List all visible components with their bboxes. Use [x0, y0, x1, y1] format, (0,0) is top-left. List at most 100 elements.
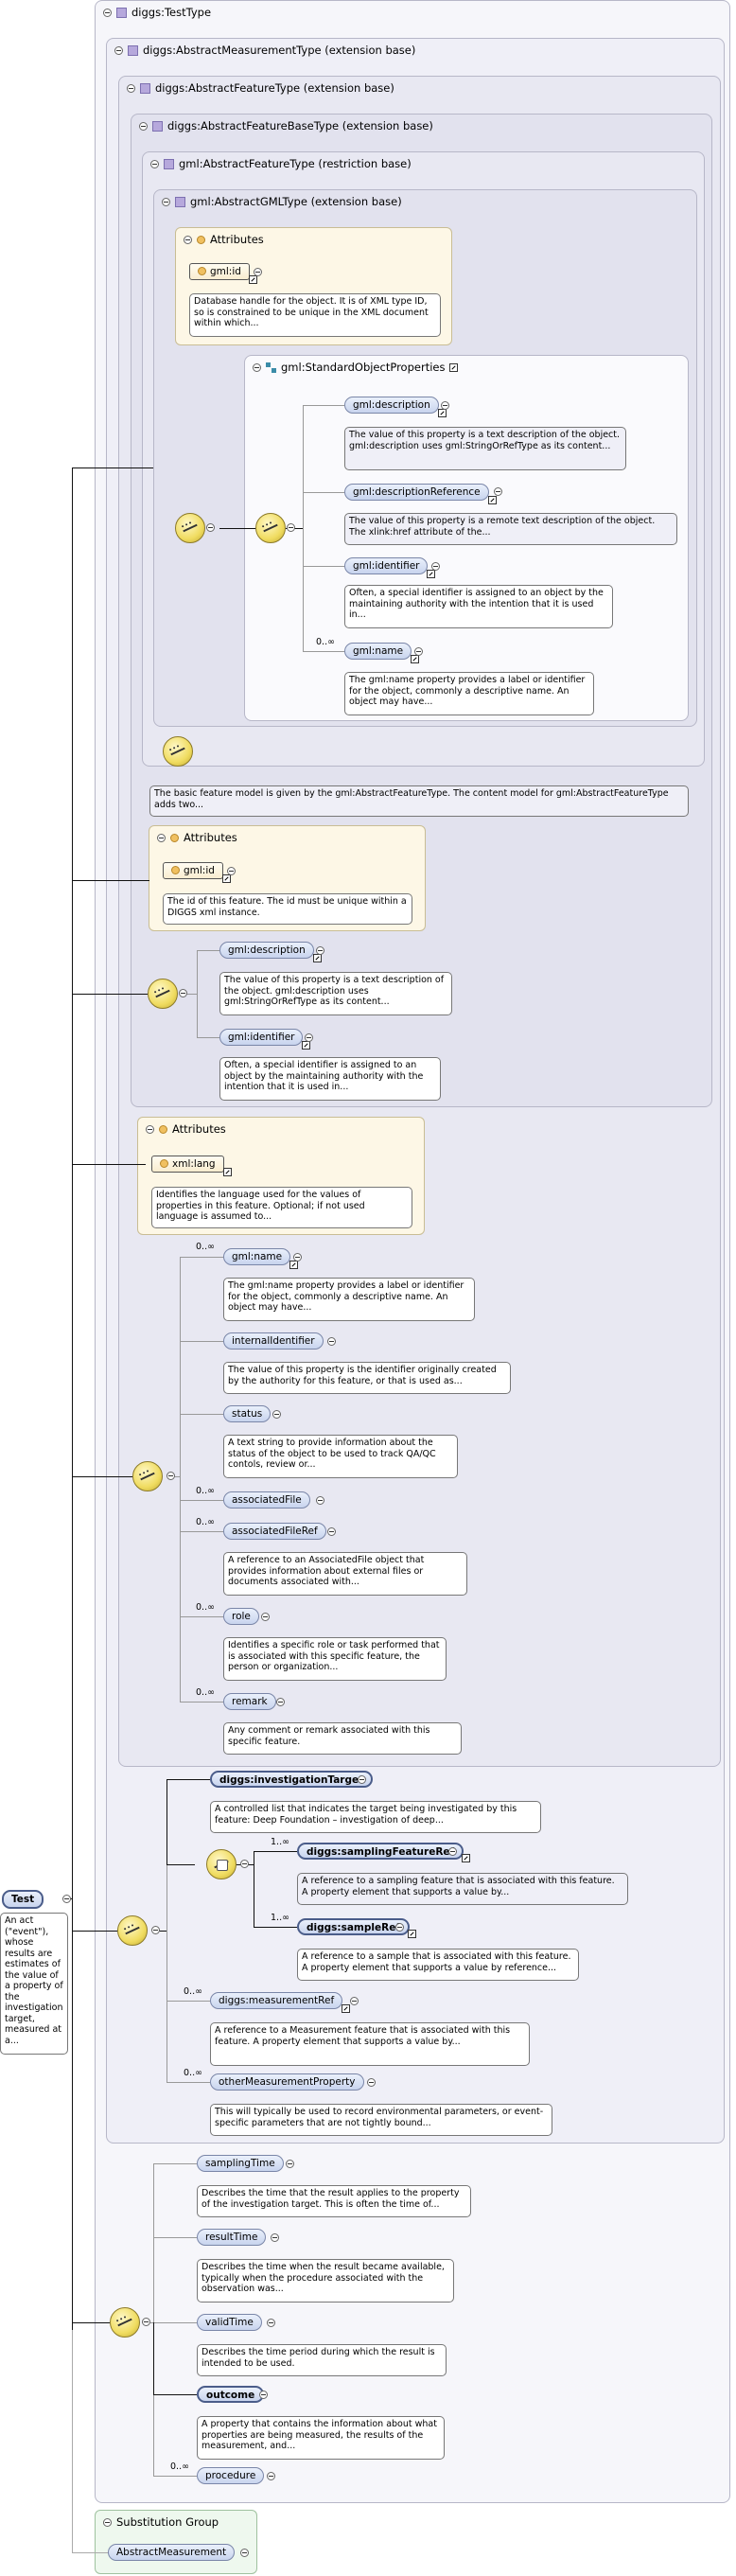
link-icon[interactable]	[302, 1041, 311, 1050]
expand-toggle[interactable]	[166, 1472, 175, 1480]
expand-toggle[interactable]	[305, 1033, 313, 1042]
link-icon[interactable]	[342, 2004, 351, 2013]
element-gml-description-reference[interactable]: gml:descriptionReference	[344, 484, 497, 504]
sequence-compositor[interactable]	[148, 979, 178, 1009]
element-gml-identifier[interactable]: gml:identifier	[219, 1029, 311, 1050]
element-gml-description[interactable]: gml:description	[219, 942, 322, 962]
expand-toggle[interactable]	[431, 562, 440, 571]
expand-toggle[interactable]	[494, 487, 502, 496]
sequence-compositor[interactable]	[175, 513, 205, 543]
collapse-toggle[interactable]	[184, 235, 192, 244]
expand-toggle[interactable]	[62, 1895, 71, 1903]
expand-toggle[interactable]	[142, 2318, 150, 2326]
attribute-gml-id-base[interactable]: gml:id	[163, 862, 231, 883]
element-sampling-time[interactable]: samplingTime	[197, 2155, 284, 2172]
element-gml-description[interactable]: gml:description	[344, 397, 447, 417]
element-procedure[interactable]: procedure	[197, 2467, 265, 2484]
collapse-toggle[interactable]	[103, 2517, 112, 2527]
sequence-compositor[interactable]	[110, 2307, 140, 2338]
element-gml-name[interactable]: gml:name	[344, 643, 420, 663]
expand-toggle[interactable]	[261, 1613, 270, 1621]
element-other-measurement-property[interactable]: otherMeasurementProperty	[210, 2073, 364, 2091]
expand-toggle[interactable]	[367, 2078, 376, 2087]
expand-toggle[interactable]	[350, 1997, 359, 2005]
expand-toggle[interactable]	[414, 647, 423, 656]
element-valid-time[interactable]: validTime	[197, 2314, 262, 2331]
link-icon[interactable]	[462, 1854, 471, 1862]
link-icon[interactable]	[222, 1168, 232, 1176]
element-gml-name[interactable]: gml:name	[223, 1248, 299, 1269]
element-measurement-ref[interactable]: diggs:measurementRef	[210, 1992, 351, 2013]
link-icon[interactable]	[289, 1261, 299, 1269]
expand-toggle[interactable]	[316, 946, 324, 955]
sequence-compositor[interactable]	[255, 513, 286, 543]
element-description: The value of this property is a remote t…	[344, 513, 677, 545]
expand-toggle[interactable]	[267, 2472, 275, 2480]
expand-toggle[interactable]	[441, 401, 449, 410]
element-role[interactable]: role	[223, 1608, 259, 1625]
expand-toggle[interactable]	[327, 1337, 336, 1346]
link-icon[interactable]	[427, 570, 436, 578]
expand-toggle[interactable]	[227, 867, 236, 875]
attribute-xml-lang[interactable]: xml:lang	[151, 1156, 232, 1176]
link-icon[interactable]	[487, 496, 497, 504]
link-icon[interactable]	[437, 409, 447, 417]
expand-toggle[interactable]	[395, 1923, 404, 1932]
link-icon[interactable]	[407, 1930, 416, 1938]
choice-compositor[interactable]	[206, 1849, 237, 1879]
expand-toggle[interactable]	[179, 989, 187, 997]
expand-toggle[interactable]	[327, 1527, 336, 1536]
expand-toggle[interactable]	[316, 1496, 324, 1505]
link-icon[interactable]	[312, 954, 322, 962]
expand-toggle[interactable]	[151, 1926, 160, 1934]
expand-toggle[interactable]	[287, 523, 295, 532]
element-label: procedure	[205, 2470, 256, 2481]
expand-toggle[interactable]	[259, 2391, 268, 2399]
element-status[interactable]: status	[223, 1405, 272, 1422]
collapse-toggle[interactable]	[127, 83, 135, 93]
expand-toggle[interactable]	[293, 1253, 302, 1262]
element-investigation-target[interactable]: diggs:investigationTarget	[210, 1771, 374, 1788]
element-sample-ref[interactable]: diggs:sampleRef	[297, 1918, 416, 1938]
expand-toggle[interactable]	[358, 1775, 366, 1784]
sequence-compositor[interactable]	[132, 1461, 163, 1491]
element-associated-file-ref[interactable]: associatedFileRef	[223, 1523, 326, 1540]
expand-toggle[interactable]	[272, 1410, 281, 1419]
root-element-test[interactable]: Test	[2, 1890, 44, 1909]
element-internal-identifier[interactable]: internalIdentifier	[223, 1332, 324, 1350]
expand-toggle[interactable]	[240, 2549, 249, 2557]
link-icon[interactable]	[248, 275, 257, 284]
expand-toggle[interactable]	[276, 1698, 285, 1706]
occurrence-label: 0..∞	[184, 2068, 202, 2078]
expand-toggle[interactable]	[267, 2319, 275, 2327]
expand-toggle[interactable]	[254, 268, 262, 276]
element-associated-file[interactable]: associatedFile	[223, 1491, 310, 1509]
collapse-toggle[interactable]	[146, 1124, 154, 1134]
element-gml-identifier[interactable]: gml:identifier	[344, 557, 436, 578]
element-sampling-feature-ref[interactable]: diggs:samplingFeatureRef	[297, 1843, 471, 1862]
sequence-compositor[interactable]	[117, 1915, 148, 1946]
link-icon[interactable]	[449, 362, 459, 372]
expand-toggle[interactable]	[240, 1860, 249, 1868]
link-icon[interactable]	[411, 655, 420, 663]
attributes-label: Attributes	[172, 1122, 226, 1136]
expand-toggle[interactable]	[271, 2233, 279, 2242]
element-result-time[interactable]: resultTime	[197, 2229, 267, 2246]
expand-toggle[interactable]	[286, 2160, 294, 2168]
collapse-toggle[interactable]	[114, 45, 123, 55]
collapse-toggle[interactable]	[253, 362, 261, 372]
collapse-toggle[interactable]	[150, 159, 159, 168]
collapse-toggle[interactable]	[103, 8, 112, 17]
collapse-toggle[interactable]	[162, 197, 170, 206]
link-icon[interactable]	[221, 874, 231, 883]
element-outcome[interactable]: outcome	[197, 2386, 265, 2403]
element-abstract-measurement[interactable]: AbstractMeasurement	[108, 2544, 236, 2561]
expand-toggle[interactable]	[206, 523, 215, 532]
sequence-compositor[interactable]	[163, 736, 193, 767]
attribute-gml-id[interactable]: gml:id	[189, 263, 257, 284]
collapse-toggle[interactable]	[139, 121, 148, 131]
collapse-toggle[interactable]	[157, 833, 166, 842]
element-remark[interactable]: remark	[223, 1693, 276, 1710]
expand-toggle[interactable]	[448, 1847, 457, 1856]
choice-icon	[217, 1860, 228, 1871]
